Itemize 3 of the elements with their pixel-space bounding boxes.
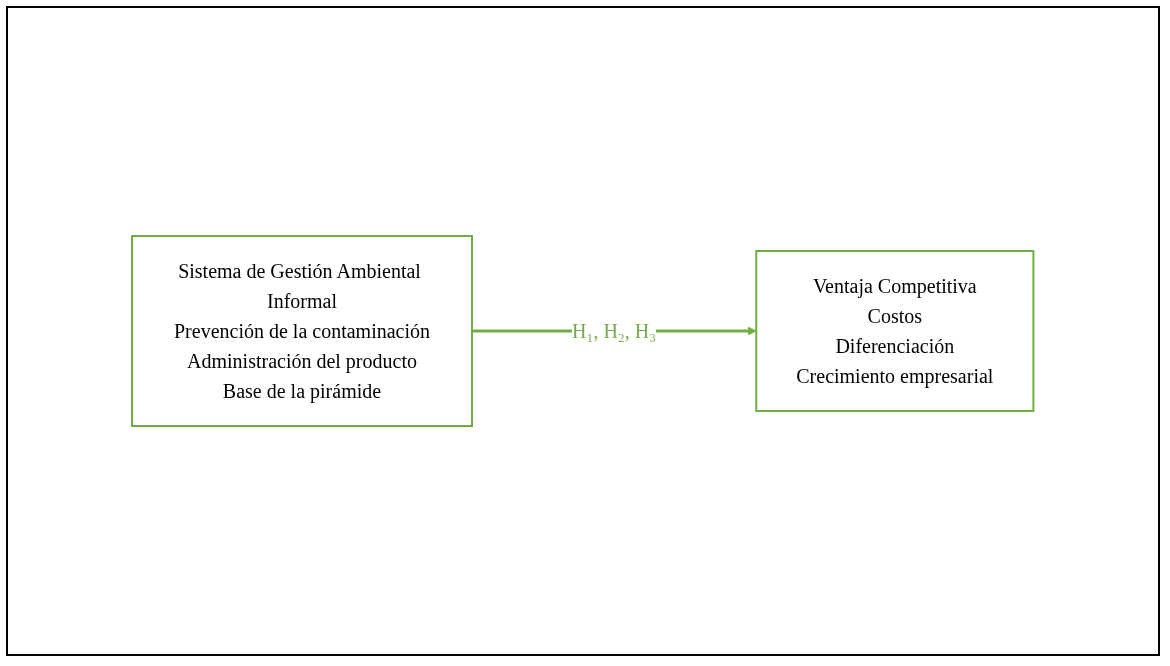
node-box: Sistema de Gestión Ambiental Informal Prevención de la contaminación Administración del producto Base de la pirámide [131, 235, 474, 427]
node-box: Ventaja Competitiva Costos Diferenciación Crecimiento empresarial [755, 250, 1035, 412]
edge-label: H₁, H₂, H₃ [572, 320, 657, 342]
